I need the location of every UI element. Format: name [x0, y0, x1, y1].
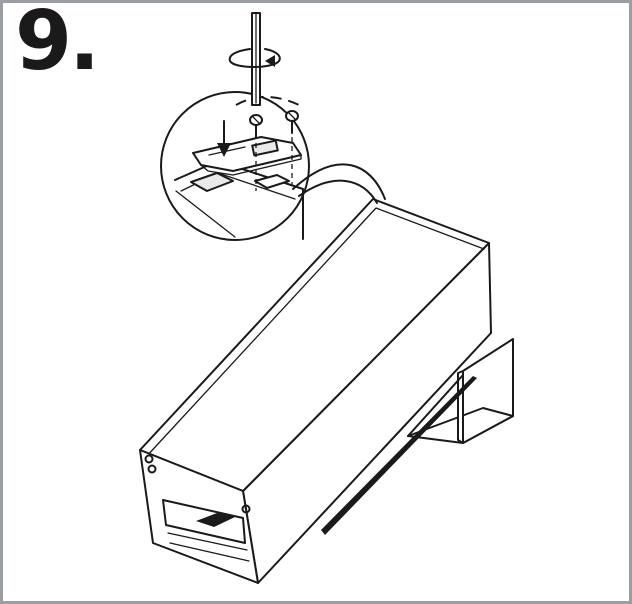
screwdriver-icon [251, 12, 261, 106]
step-number: 9. [15, 0, 100, 89]
clockwise-arrow-icon [228, 48, 281, 68]
assembly-illustration [139, 12, 514, 584]
place-arrow-icon [217, 120, 231, 157]
detail-callout [160, 91, 386, 241]
support-block [407, 338, 514, 444]
screw-icon [249, 114, 263, 138]
cabinet-body [139, 198, 492, 584]
screw-icon-2 [285, 110, 299, 134]
